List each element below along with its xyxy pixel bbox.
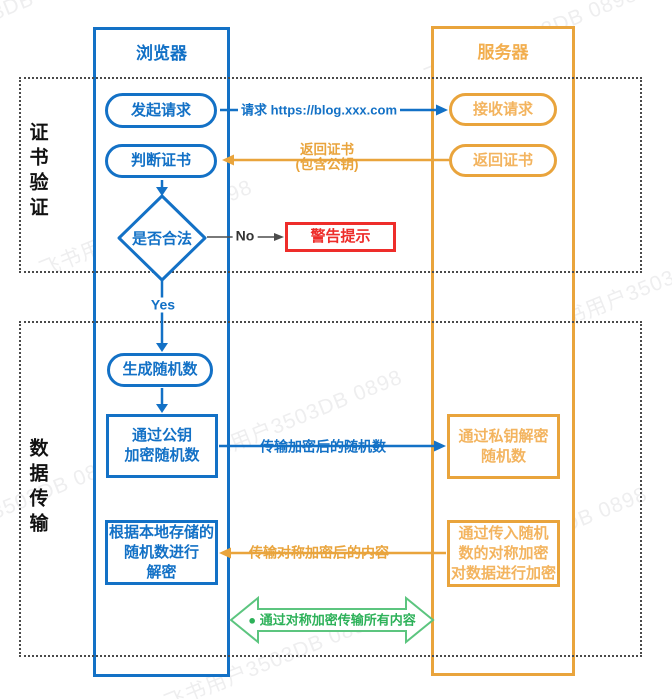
node-return-certificate: 返回证书 (449, 144, 557, 177)
label-symmetric-channel: ● 通过对称加密传输所有内容 (248, 612, 416, 628)
node-is-valid-label: 是否合法 (131, 230, 193, 248)
node-decrypt-private-key: 通过私钥解密 随机数 (447, 414, 560, 479)
node-generate-random: 生成随机数 (107, 353, 213, 387)
label-yes: Yes (147, 297, 179, 313)
browser-lane-title: 浏览器 (136, 44, 187, 63)
data-transfer-section-label: 数据传输 (26, 438, 48, 538)
label-send-symmetric-content: 传输对称加密后的内容 (249, 544, 389, 561)
label-request-url: 请求 https://blog.xxx.com (237, 102, 401, 118)
node-initiate-request: 发起请求 (105, 93, 217, 128)
node-decrypt-local-random: 根据本地存储的 随机数进行 解密 (105, 520, 218, 585)
server-lane-title: 服务器 (477, 43, 529, 62)
node-symmetric-encrypt-data: 通过传入随机 数的对称加密 对数据进行加密 (447, 520, 560, 587)
label-no: No (232, 228, 258, 244)
label-return-cert: 返回证书 (包含公钥) (295, 142, 359, 172)
cert-validation-section-label: 证书验证 (26, 122, 48, 222)
node-judge-certificate: 判断证书 (105, 144, 217, 178)
node-encrypt-public-key: 通过公钥 加密随机数 (106, 414, 218, 478)
label-send-encrypted-random: 传输加密后的随机数 (260, 438, 386, 455)
node-warning-alert: 警告提示 (285, 222, 396, 252)
arrowhead-right-icon (274, 233, 284, 241)
watermark: 飞书用户3503DB 0898 (0, 0, 91, 73)
node-receive-request: 接收请求 (449, 93, 557, 126)
